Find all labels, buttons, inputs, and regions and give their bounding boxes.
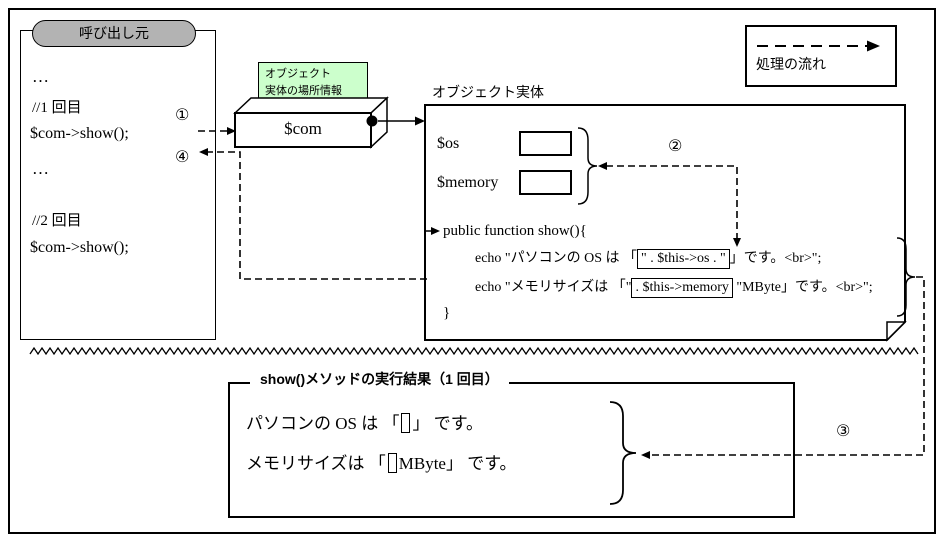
result-line-2-suffix: MByte」 です。 — [398, 454, 517, 473]
outer-border — [8, 8, 936, 534]
field-memory-label: $memory — [437, 174, 499, 191]
note-line-1: オブジェクト — [265, 68, 331, 80]
field-os-value-box — [519, 131, 572, 156]
result-line-1: パソコンの OS は 「」 です。 — [246, 413, 483, 434]
caller-box — [20, 30, 216, 340]
result-title: show()メソッドの実行結果（1 回目） — [250, 371, 509, 389]
caller-call-1: $com->show(); — [30, 125, 129, 142]
caller-comment-2: //2 回目 — [32, 213, 82, 229]
caller-comment-1: //1 回目 — [32, 100, 82, 116]
code-echo-1: echo "パソコンの OS は 「" . $this->os . "」です。<… — [475, 249, 821, 269]
field-memory-value-box — [519, 170, 572, 195]
code-echo-2: echo "メモリサイズは 「". $this->memory "MByte」で… — [475, 278, 873, 298]
result-os-empty-box — [401, 413, 411, 433]
caller-call-2: $com->show(); — [30, 239, 129, 256]
code-echo-2-suffix: "MByte」です。<br>"; — [732, 280, 873, 295]
code-open: public function show(){ — [443, 223, 587, 239]
caller-title: 呼び出し元 — [32, 20, 196, 47]
com-label: $com — [284, 119, 322, 138]
result-box — [228, 382, 795, 518]
caller-ellipsis-2: … — [32, 159, 49, 178]
result-memory-empty-box — [387, 453, 397, 473]
result-line-1-prefix: パソコンの OS は 「 — [246, 414, 400, 433]
field-os-label: $os — [437, 135, 460, 152]
code-close: } — [443, 305, 451, 321]
legend-box — [745, 25, 897, 87]
step-4-badge: ④ — [175, 147, 190, 166]
result-line-1-suffix: 」 です。 — [412, 414, 484, 433]
caller-ellipsis-1: … — [32, 67, 49, 86]
result-line-2: メモリサイズは 「 MByte」 です。 — [246, 453, 517, 474]
legend-label: 処理の流れ — [756, 56, 826, 72]
code-echo-2-boxed: . $this->memory — [631, 278, 733, 298]
step-1-badge: ① — [175, 105, 190, 124]
note-line-2: 実体の場所情報 — [265, 85, 342, 98]
code-echo-2-prefix: echo "メモリサイズは 「" — [475, 280, 632, 295]
object-title: オブジェクト実体 — [432, 84, 544, 100]
code-echo-1-boxed: " . $this->os . " — [637, 249, 730, 269]
step-2-badge: ② — [668, 136, 683, 155]
result-line-2-prefix: メモリサイズは 「 — [246, 454, 386, 473]
code-echo-1-prefix: echo "パソコンの OS は 「 — [475, 251, 638, 266]
code-echo-1-suffix: 」です。<br>"; — [729, 251, 822, 266]
object-location-note: オブジェクト 実体の場所情報 — [258, 62, 368, 112]
step-3-badge: ③ — [836, 421, 851, 440]
